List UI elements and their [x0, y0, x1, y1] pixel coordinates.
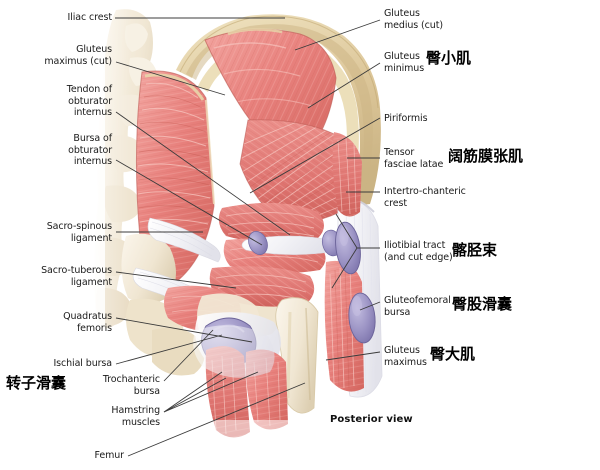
- label-iliotibial-tract: Iliotibial tract (and cut edge): [384, 240, 453, 263]
- obturator-internus-region: [218, 202, 343, 274]
- leader-lines: [115, 17, 381, 457]
- label-cn-gluteus-maximus: 臀大肌: [430, 345, 476, 363]
- label-gluteus-minimus: Gluteus minimus: [384, 51, 425, 74]
- label-piriformis: Piriformis: [384, 113, 428, 124]
- hamstring-muscles-leader: [163, 371, 223, 413]
- tensor-fasciae-latae-muscle: [332, 132, 362, 217]
- bursa-obturator-int-leader: [115, 159, 263, 246]
- label-femur: Femur: [94, 450, 125, 461]
- gluteus-maximus-muscle-right: [324, 221, 376, 392]
- label-cn-trochanteric-bursa: 转子滑囊: [6, 374, 67, 392]
- label-gluteus-maximus: Gluteus maximus: [384, 345, 427, 368]
- gluteus-medius-cut-leader: [294, 19, 381, 51]
- label-ischial-bursa: Ischial bursa: [53, 358, 112, 369]
- label-sacro-tuberous-ligament: Sacro-tuberous ligament: [41, 265, 112, 288]
- hamstring-muscles-bracket: [163, 371, 259, 413]
- label-intertrochanteric-crest: Intertro-chanteric crest: [384, 186, 466, 209]
- tendon-obturator-int-leader: [115, 111, 291, 236]
- iliotibial-tract-bracket: [331, 213, 358, 289]
- sacro-tuberous-ligament-leader: [115, 271, 237, 289]
- femur-leader: [127, 382, 306, 457]
- label-tendon-obturator-int: Tendon of obturator internus: [66, 84, 112, 118]
- label-tensor-fasciae-latae: Tensor fasciae latae: [384, 147, 444, 170]
- label-iliac-crest: Iliac crest: [67, 12, 113, 23]
- label-cn-gluteus-minimus: 臀小肌: [426, 49, 472, 67]
- label-gluteofemoral-bursa: Gluteofemoral bursa: [384, 295, 451, 318]
- label-bursa-obturator-int: Bursa of obturator internus: [68, 133, 112, 167]
- label-quadratus-femoris: Quadratus femoris: [63, 311, 112, 334]
- view-caption: Posterior view: [330, 414, 413, 425]
- label-sacro-spinous-ligament: Sacro-spinous ligament: [46, 221, 112, 244]
- trochanteric-bursa-leader: [163, 329, 214, 382]
- gluteus-maximus-leader: [325, 351, 381, 361]
- label-gluteus-maximus-cut: Gluteus maximus (cut): [44, 44, 112, 67]
- label-cn-tensor-fasciae-latae: 阔筋膜张肌: [448, 147, 524, 165]
- label-trochanteric-bursa: Trochanteric bursa: [102, 374, 160, 397]
- label-gluteus-medius-cut: Gluteus medius (cut): [384, 8, 443, 31]
- gluteofemoral-bursa-leader: [359, 301, 381, 311]
- piriformis-leader: [249, 117, 381, 194]
- gluteus-maximus-cut-leader: [115, 61, 226, 96]
- ischial-bursa-leader: [115, 334, 223, 365]
- label-cn-iliotibial-tract: 髂胫束: [452, 241, 498, 259]
- gluteus-minimus-leader: [307, 62, 381, 109]
- quadratus-femoris-leader: [115, 317, 253, 343]
- label-cn-gluteofemoral-bursa: 臀股滑囊: [452, 295, 513, 313]
- label-hamstring-muscles: Hamstring muscles: [111, 405, 160, 428]
